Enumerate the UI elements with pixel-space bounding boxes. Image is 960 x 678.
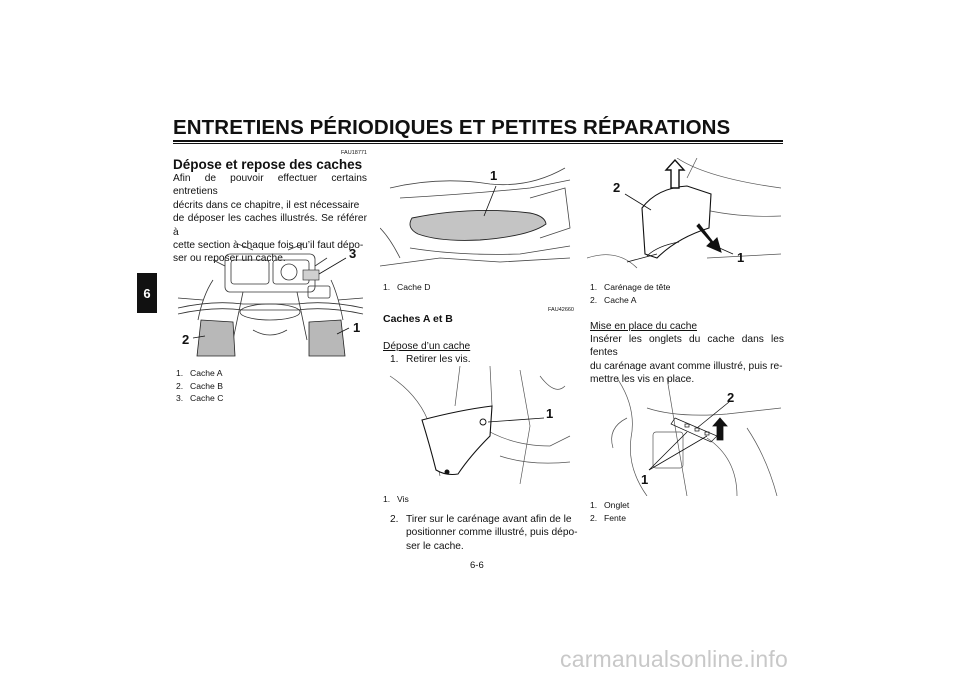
reference-code: FAU42660 <box>548 307 574 313</box>
caption-number: 1. <box>590 282 598 292</box>
section-title: Dépose et repose des caches <box>173 157 363 172</box>
callout-label: 1 <box>737 250 745 265</box>
subsection-title: Caches A et B <box>383 313 453 325</box>
caption-item: 2. Fente <box>590 512 629 525</box>
caption-item: 1. Carénage de tête <box>590 281 670 294</box>
caption-item: 2. Cache B <box>176 380 223 393</box>
fairing-pull-figure: 2 1 <box>587 158 781 276</box>
tab-slot-figure: 2 1 <box>587 378 781 496</box>
seat-illustration <box>380 167 571 267</box>
figure-caption-list: 1. Cache A 2. Cache B 3. Cache C <box>176 367 223 405</box>
caption-text: Cache C <box>190 393 224 403</box>
caption-item: 1. Vis <box>383 493 409 506</box>
page-number: 6-6 <box>470 560 484 571</box>
caption-text: Vis <box>397 494 409 504</box>
install-paragraph: Insérer les onglets du cache dans les fe… <box>590 333 784 387</box>
caption-number: 1. <box>383 282 391 292</box>
step-number: 1. <box>390 354 399 365</box>
caption-number: 1. <box>383 494 391 504</box>
text-line: Afin de pouvoir effectuer certains entre… <box>173 173 367 198</box>
text-line: du carénage avant comme illustré, puis r… <box>590 360 783 372</box>
cockpit-illustration <box>177 243 364 357</box>
removal-heading: Dépose d’un cache <box>383 341 471 352</box>
caption-number: 1. <box>176 368 184 378</box>
text-line: ser le cache. <box>406 540 464 552</box>
text-line: décrits dans ce chapitre, il est nécessa… <box>173 199 360 211</box>
fairing-pull-illustration <box>587 158 781 269</box>
caption-text: Cache A <box>190 368 223 378</box>
step-text: Tirer sur le carénage avant afin de le p… <box>406 513 578 553</box>
figure-caption-list: 1. Carénage de tête 2. Cache A <box>590 281 670 306</box>
caption-number: 3. <box>176 393 184 403</box>
callout-label: 1 <box>641 472 649 487</box>
callout-label: 2 <box>182 332 190 347</box>
callout-label: 1 <box>490 168 498 183</box>
screw-figure: 1 <box>380 366 574 488</box>
caption-item: 1. Cache D <box>383 281 430 294</box>
caption-item: 1. Cache A <box>176 367 223 380</box>
watermark: carmanualsonline.info <box>560 646 788 672</box>
caption-text: Cache D <box>397 282 431 292</box>
callout-label: 1 <box>353 320 361 335</box>
callout-label: 2 <box>613 180 621 195</box>
text-line: Tirer sur le carénage avant afin de le <box>406 514 572 525</box>
text-line: cette section à chaque fois qu’il faut d… <box>173 240 364 252</box>
callout-label: 1 <box>546 406 554 421</box>
install-heading: Mise en place du cache <box>590 321 698 332</box>
caption-item: 2. Cache A <box>590 294 670 307</box>
caption-number: 2. <box>176 380 184 391</box>
text-line: mettre les vis en place. <box>590 374 695 386</box>
caption-text: Carénage de tête <box>604 282 671 292</box>
header-rule-thin <box>173 143 783 144</box>
text-line: ser ou reposer un cache. <box>173 253 286 265</box>
caption-text: Cache A <box>604 294 637 305</box>
caption-number: 1. <box>590 500 598 510</box>
tab-slot-illustration <box>611 378 781 496</box>
text-line: Insérer les onglets du cache dans les fe… <box>590 334 784 359</box>
caption-number: 2. <box>590 512 598 523</box>
callout-label: 3 <box>349 246 357 261</box>
intro-paragraph: Afin de pouvoir effectuer certains entre… <box>173 172 367 266</box>
figure-caption-list: 1. Onglet 2. Fente <box>590 499 629 524</box>
screw-illustration <box>389 366 571 485</box>
step-number: 2. <box>390 514 399 525</box>
text-line: positionner comme illustré, puis dépo- <box>406 527 578 539</box>
step-1: 1. Retirer les vis. <box>390 353 574 366</box>
page-header-title: ENTRETIENS PÉRIODIQUES ET PETITES RÉPARA… <box>173 116 731 139</box>
caption-text: Cache B <box>190 380 223 391</box>
caption-item: 1. Onglet <box>590 499 629 512</box>
step-2: 2. Tirer sur le carénage avant afin de l… <box>390 513 578 553</box>
reference-code: FAU18771 <box>341 150 367 156</box>
header-rule <box>173 140 783 142</box>
cockpit-figure: 3 2 1 <box>173 240 367 362</box>
chapter-tab: 6 <box>137 273 157 313</box>
caption-text: Fente <box>604 512 626 523</box>
step-text: Retirer les vis. <box>406 354 471 365</box>
caption-item: 3. Cache C <box>176 392 223 405</box>
figure-caption-list: 1. Vis <box>383 493 409 506</box>
caption-text: Onglet <box>604 500 630 510</box>
figure-caption-list: 1. Cache D <box>383 281 430 294</box>
callout-label: 2 <box>727 390 735 405</box>
caption-number: 2. <box>590 294 598 305</box>
seat-figure: 1 <box>380 158 574 276</box>
text-line: de déposer les caches illustrés. Se réfé… <box>173 213 367 238</box>
